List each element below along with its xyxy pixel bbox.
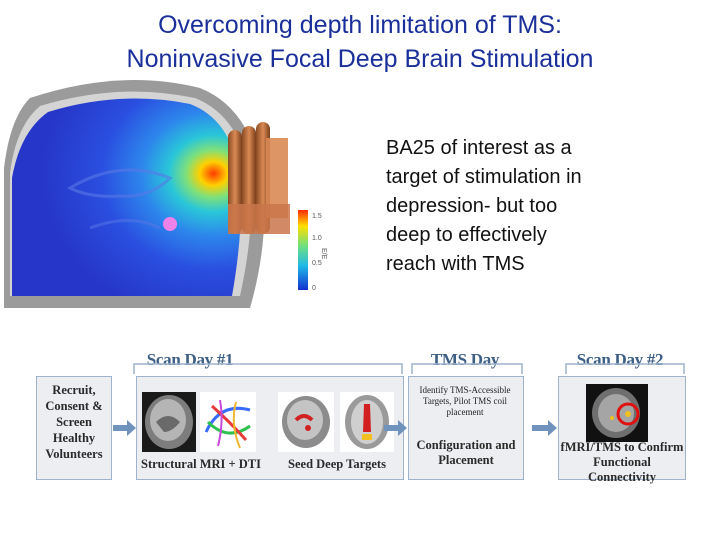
description-line: depression- but too [386, 195, 558, 217]
description-text: BA25 of interest as a target of stimulat… [386, 134, 686, 279]
colorbar-tick-2: 1.0 [312, 235, 322, 242]
structural-mri-image [142, 392, 196, 452]
fmri-line: fMRI/TMS to Confirm [560, 440, 684, 454]
colorbar-tick-3: 0.5 [312, 260, 322, 267]
configuration-line: Configuration and [416, 438, 516, 452]
study-workflow: Scan Day #1 TMS Day Scan Day #2 Recruit,… [30, 340, 700, 490]
configuration-line: Placement [438, 453, 494, 467]
box-recruit [36, 376, 112, 480]
brain-e-field-figure: 1.5 1.0 0.5 0 E/E [4, 80, 327, 308]
recruit-line: Screen [56, 415, 92, 429]
box-tms-day [408, 376, 524, 480]
description-line: BA25 of interest as a [386, 137, 572, 159]
title-line-2: Noninvasive Focal Deep Brain Stimulation [126, 45, 594, 73]
dti-tractography-image [200, 392, 256, 452]
description-line: target of stimulation in [386, 166, 582, 188]
recruit-line: Volunteers [45, 447, 103, 461]
structural-caption: Structural MRI + DTI [141, 457, 261, 471]
seed-caption: Seed Deep Targets [288, 457, 386, 471]
description-line: deep to effectively [386, 224, 547, 246]
arrow-right-icon [384, 420, 407, 436]
stage-brackets [133, 363, 685, 374]
colorbar-tick-1: 1.5 [312, 213, 322, 220]
fmri-scan-image [586, 384, 648, 442]
recruit-line: Healthy [52, 431, 96, 445]
fmri-caption: fMRI/TMS to Confirm Functional Connectiv… [558, 440, 686, 485]
title-line-1: Overcoming depth limitation of TMS: [158, 11, 562, 39]
fmri-line: Functional Connectivity [587, 455, 657, 484]
arrow-right-icon [532, 420, 557, 436]
slide-title: Overcoming depth limitation of TMS: Noni… [0, 8, 720, 76]
recruit-caption: Recruit, Consent & Screen Healthy Volunt… [36, 382, 112, 462]
colorbar-label: E/E [320, 248, 327, 260]
configuration-caption: Configuration and Placement [408, 438, 524, 468]
recruit-line: Recruit, [52, 383, 96, 397]
colorbar-tick-4: 0 [312, 285, 316, 292]
tms-coil [228, 122, 290, 234]
seed-target-sagittal-image [278, 392, 334, 452]
arrow-right-icon [113, 420, 136, 436]
description-line: reach with TMS [386, 253, 525, 275]
recruit-line: Consent & [45, 399, 103, 413]
seed-target-axial-image [340, 392, 394, 452]
tms-day-note: Identify TMS-Accessible Targets, Pilot T… [419, 385, 511, 417]
colorbar [298, 210, 308, 290]
